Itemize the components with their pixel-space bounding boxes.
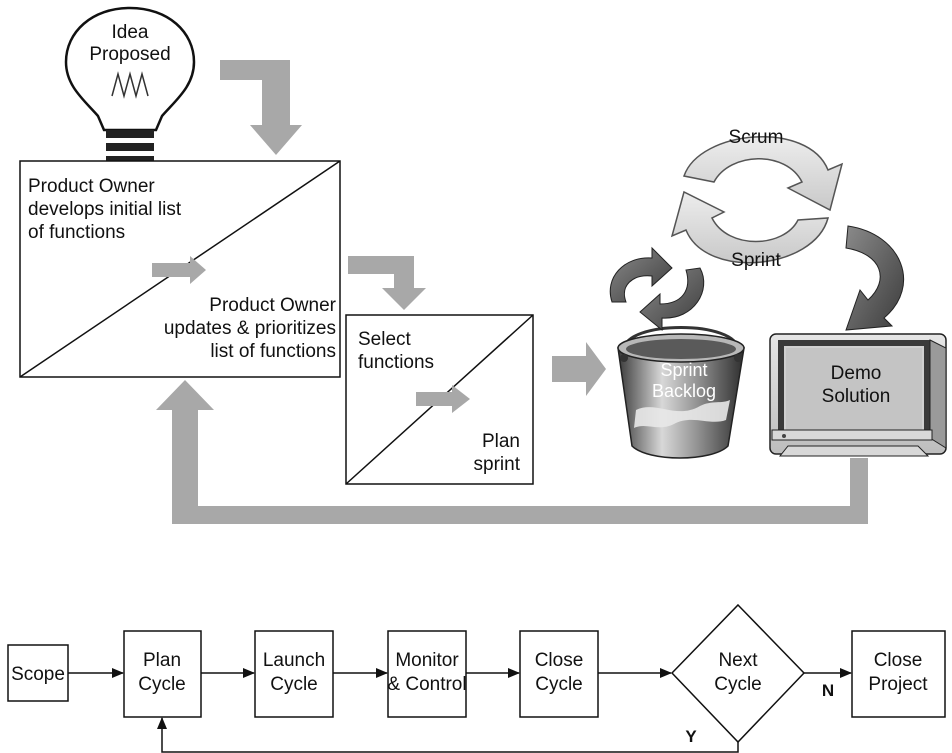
select-upper-line2: functions [358, 352, 434, 373]
close-project-box [851, 630, 946, 718]
close-cycle-box [519, 630, 599, 718]
po-inner-arrow [152, 256, 206, 284]
arrow-cycle-to-monitor [845, 225, 904, 331]
yes-branch-label: Y [685, 727, 697, 746]
monitor-label-line1: Demo [831, 363, 882, 384]
monitor-icon [769, 333, 947, 457]
small-cycle-icon [609, 246, 705, 332]
select-inner-arrow [416, 385, 470, 413]
close-project-line2: Project [868, 674, 928, 695]
close-cycle-line1: Close [535, 650, 584, 671]
bottom-flowchart [7, 603, 946, 753]
select-lower-line2: sprint [474, 454, 521, 475]
flow-arrow-loop-back [157, 717, 739, 753]
monitor-control-line2: & Control [387, 674, 466, 695]
arrow-po-to-select [348, 256, 426, 310]
po-lower-line2: updates & prioritizes [164, 318, 336, 339]
select-upper-line1: Select [358, 329, 412, 350]
lightbulb-icon [64, 6, 196, 177]
arrow-select-to-bucket [552, 342, 606, 396]
launch-cycle-line2: Cycle [270, 674, 318, 695]
arrow-idea-to-po [220, 60, 302, 155]
bucket-icon [617, 326, 745, 459]
plan-cycle-line2: Cycle [138, 674, 186, 695]
scope-box [7, 644, 69, 702]
po-lower-line1: Product Owner [209, 295, 336, 316]
plan-cycle-line1: Plan [143, 650, 181, 671]
monitor-label-line2: Solution [822, 386, 891, 407]
plan-cycle-box [123, 630, 202, 718]
next-cycle-line1: Next [718, 650, 758, 671]
cycle-bottom-label: Sprint [731, 250, 781, 271]
no-branch-label: N [822, 681, 834, 700]
po-upper-line2: develops initial list [28, 199, 182, 220]
close-project-line1: Close [874, 650, 923, 671]
monitor-control-box [387, 630, 467, 718]
launch-cycle-box [254, 630, 334, 718]
select-lower-line1: Plan [482, 431, 520, 452]
next-cycle-line2: Cycle [714, 674, 762, 695]
cycle-top-label: Scrum [729, 127, 784, 148]
feedback-arrow-shape [156, 380, 868, 524]
idea-label-line1: Idea [112, 22, 149, 43]
monitor-control-line1: Monitor [395, 650, 459, 671]
idea-label-line2: Proposed [89, 44, 170, 65]
close-cycle-line2: Cycle [535, 674, 583, 695]
launch-cycle-line1: Launch [263, 650, 325, 671]
scope-label: Scope [11, 664, 65, 685]
scrum-sprint-cycle-icon [670, 136, 844, 264]
po-upper-line3: of functions [28, 222, 125, 243]
po-lower-line3: list of functions [210, 341, 336, 362]
bucket-label-line2: Backlog [652, 381, 716, 401]
bucket-label-line1: Sprint [660, 360, 707, 380]
po-upper-line1: Product Owner [28, 176, 155, 197]
